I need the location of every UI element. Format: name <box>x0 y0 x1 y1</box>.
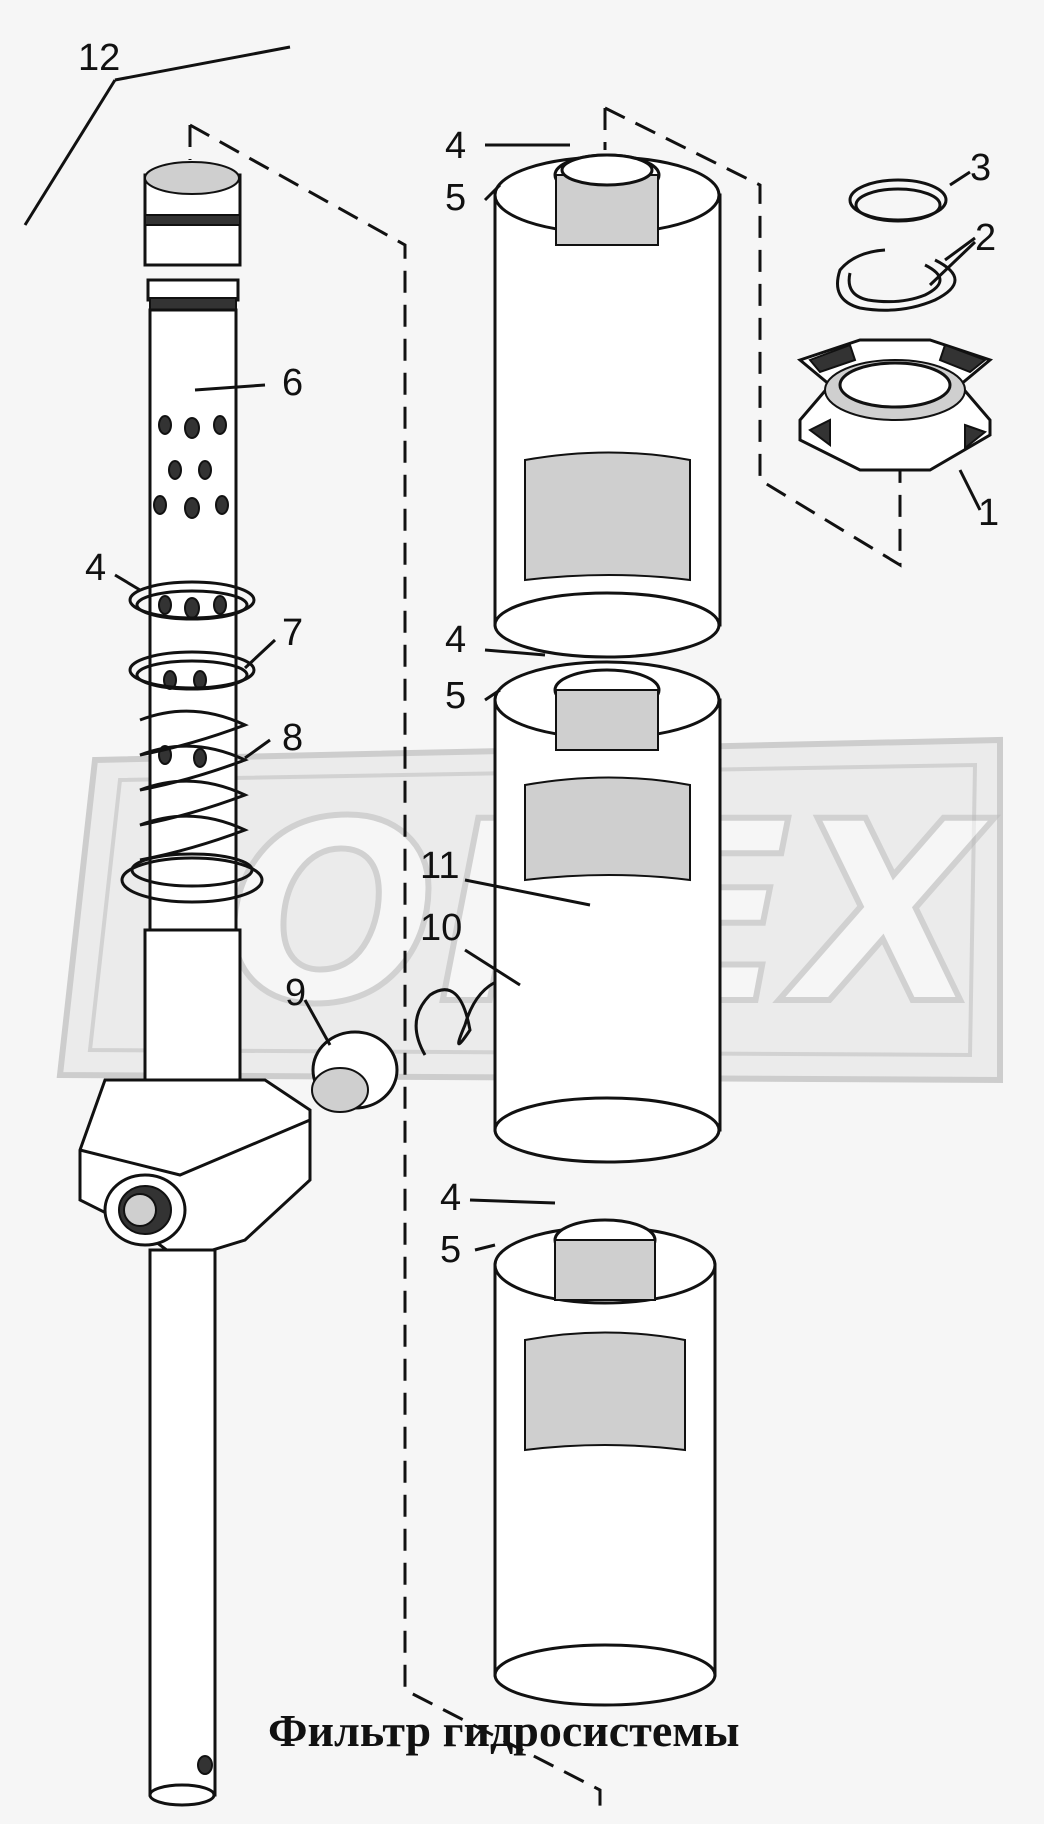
filter-element-middle <box>493 660 722 1164</box>
callout-2: 2 <box>975 217 996 259</box>
filter-element-bottom <box>493 1218 717 1707</box>
callout-4-top: 4 <box>445 125 466 167</box>
leader-12 <box>23 45 291 226</box>
leader-lines <box>114 143 982 1252</box>
tube-spring <box>139 709 249 862</box>
callout-6: 6 <box>282 362 303 404</box>
callout-1: 1 <box>978 492 999 534</box>
retaining-rings <box>836 178 957 312</box>
tube-perforations <box>153 415 229 768</box>
callout-7: 7 <box>282 612 303 654</box>
callout-5-bottom: 5 <box>440 1229 461 1271</box>
callout-12: 12 <box>78 37 120 79</box>
lower-washer <box>120 852 264 904</box>
callout-11: 11 <box>420 845 459 887</box>
callout-4-tube: 4 <box>85 547 106 589</box>
diagram-caption: Фильтр гидросистемы <box>268 1705 739 1756</box>
callout-numbers: 12 6 4 7 8 9 4 5 3 2 1 4 5 11 10 4 5 <box>78 37 999 1271</box>
cross-support <box>796 338 994 472</box>
callout-4-bottom: 4 <box>440 1177 461 1219</box>
callout-10: 10 <box>420 907 462 949</box>
callout-4-middle: 4 <box>445 619 466 661</box>
ball-valve <box>311 1030 399 1113</box>
callout-5-top: 5 <box>445 177 466 219</box>
callout-5-middle: 5 <box>445 675 466 717</box>
callout-3: 3 <box>970 147 991 189</box>
callout-9: 9 <box>285 972 306 1014</box>
housing-block <box>78 928 312 1262</box>
assembly-dashed-lines <box>188 106 902 1815</box>
filter-element-top <box>493 153 722 659</box>
tube-washers <box>128 580 256 691</box>
callout-8: 8 <box>282 717 303 759</box>
lower-rod <box>148 1248 217 1807</box>
